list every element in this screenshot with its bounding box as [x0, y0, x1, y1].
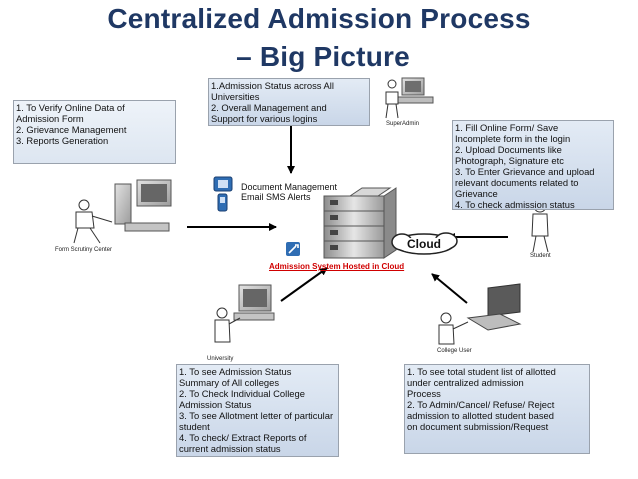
superadmin-box-line: 2. Overall Management and [211, 102, 327, 113]
superadmin-caption: SuperAdmin [386, 121, 420, 127]
student-box-line: 4. To check admission status [455, 199, 575, 210]
college-caption: College User [437, 348, 472, 354]
university-box-line: 4. To check/ Extract Reports of [179, 432, 307, 443]
student-caption: Student [530, 253, 551, 259]
mobile-phone-icon [217, 193, 228, 212]
college-laptop-icon [438, 283, 522, 345]
superadmin-box-line: Universities [211, 91, 260, 102]
wrench-icon [286, 242, 300, 256]
page-title: Centralized Admission Process [107, 3, 531, 34]
document-management-icon [213, 176, 233, 192]
arrow-university-to-cloud [280, 267, 328, 302]
university-box-line: 2. To Check Individual College [179, 388, 305, 399]
student-box-line: 3. To Enter Grievance and upload [455, 166, 595, 177]
university-box-line: current admission status [179, 443, 281, 454]
student-box-line: 1. Fill Online Form/ Save [455, 122, 559, 133]
university-caption: University [207, 356, 234, 362]
university-box-line: 3. To see Allotment letter of particular [179, 410, 334, 421]
student-box-line: Photograph, Signature etc [455, 155, 564, 166]
email-sms-label: Email SMS Alerts [241, 192, 311, 202]
superadmin-computer-icon [385, 77, 434, 119]
university-computer-icon [214, 284, 275, 343]
college-box-line: on document submission/Request [407, 421, 549, 432]
hosted-label: Admission System Hosted in Cloud [269, 262, 405, 271]
college-box-line: under centralized admission [407, 377, 524, 388]
university-box-line: Summary of All colleges [179, 377, 280, 388]
student-box-line: Incomplete form in the login [455, 133, 571, 144]
superadmin-box-line: Support for various logins [211, 113, 318, 124]
student-box-line: relevant documents related to [455, 177, 579, 188]
scrutiny-box-line: Admission Form [16, 113, 84, 124]
university-box-line: 1. To see Admission Status [179, 366, 292, 377]
scrutiny-workstation-icon [73, 179, 172, 244]
university-box-line: Admission Status [179, 399, 252, 410]
college-box-line: 2. To Admin/Cancel/ Refuse/ Reject [407, 399, 555, 410]
scrutiny-caption: Form Scrutiny Center [55, 247, 113, 253]
student-box-line: Grievance [455, 188, 498, 199]
cloud-label: Cloud [407, 237, 441, 251]
university-box-line: student [179, 421, 210, 432]
scrutiny-box-line: 1. To Verify Online Data of [16, 102, 125, 113]
scrutiny-box-line: 3. Reports Generation [16, 135, 109, 146]
scrutiny-box-line: 2. Grievance Management [16, 124, 127, 135]
college-box-line: Process [407, 388, 441, 399]
college-box-line: admission to allotted student based [407, 410, 554, 421]
superadmin-box-line: 1.Admission Status across All [211, 80, 334, 91]
cloud-server-icon [323, 187, 397, 259]
document-management-label: Document Management [241, 182, 338, 192]
arrow-college-to-cloud [431, 273, 468, 304]
page-subtitle: – Big Picture [236, 41, 410, 72]
student-box-line: 2. Upload Documents like [455, 144, 562, 155]
college-box: 1. To see total student list of allotted… [404, 364, 590, 454]
college-box-line: 1. To see total student list of allotted [407, 366, 556, 377]
cloud-shape [391, 232, 458, 255]
